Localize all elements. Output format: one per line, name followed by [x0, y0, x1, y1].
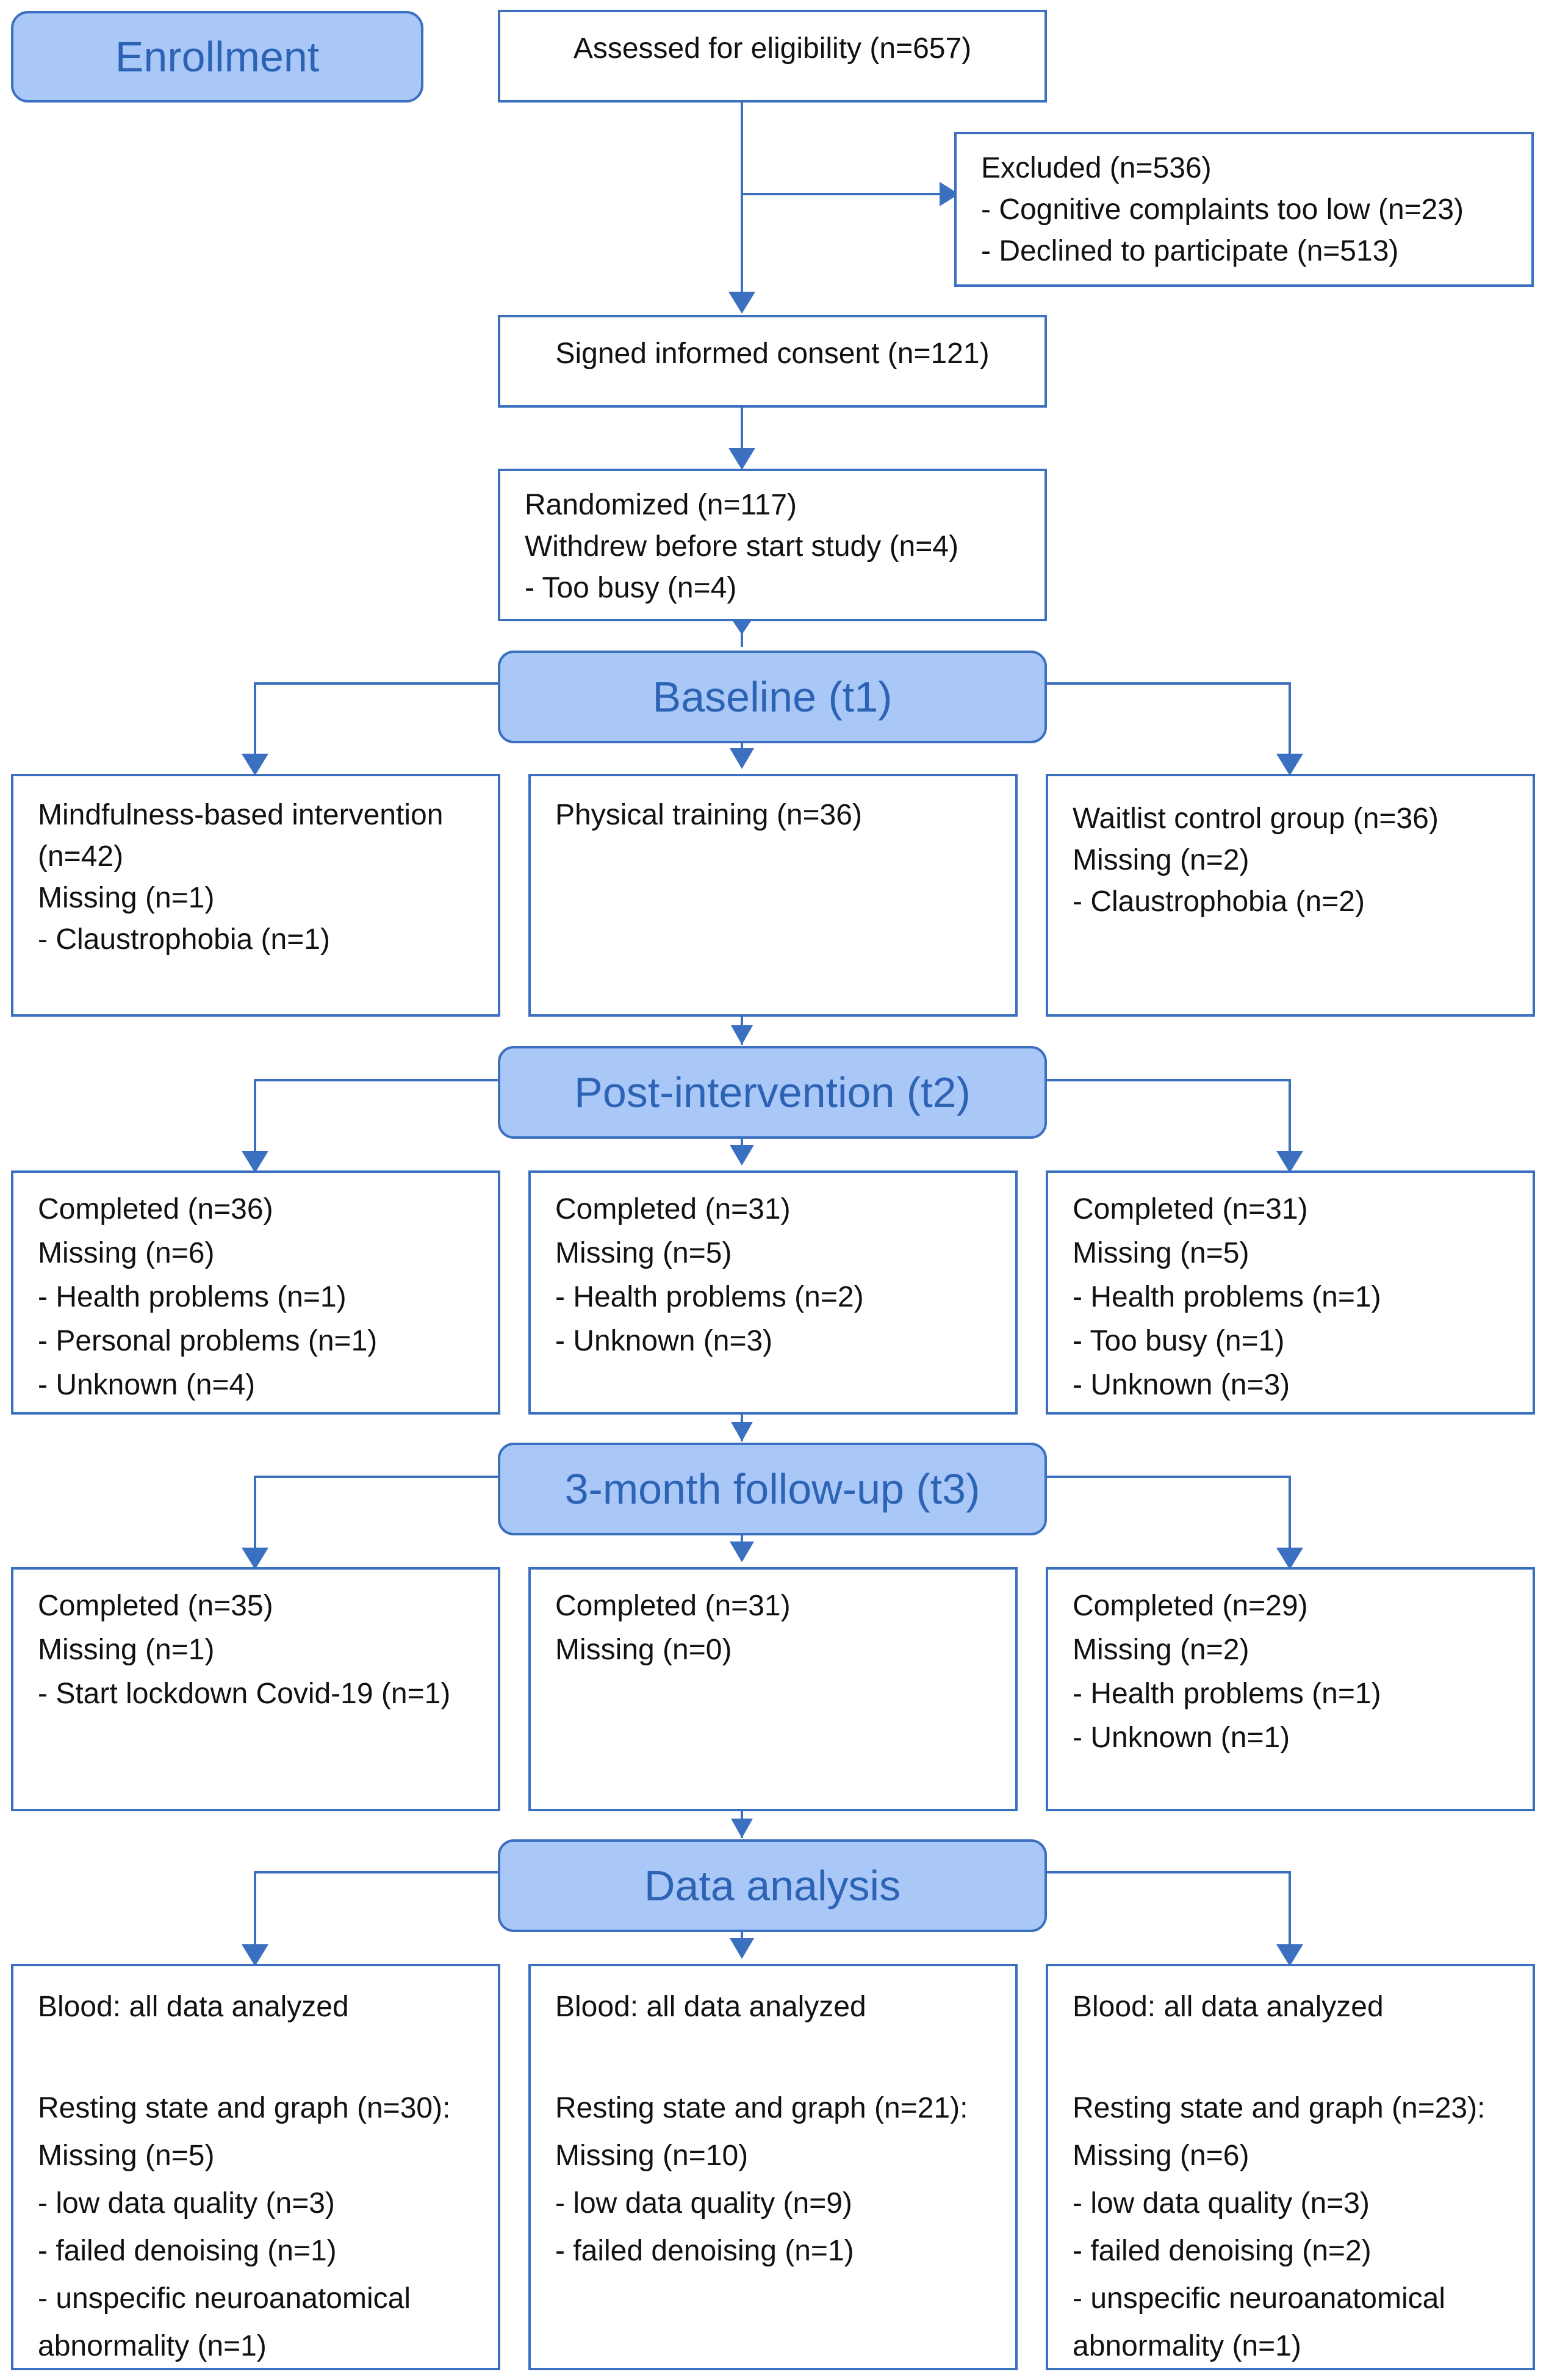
box-analysis-wl: Blood: all data analyzed Resting state a… — [1046, 1964, 1535, 2370]
box-analysis-pt: Blood: all data analyzed Resting state a… — [528, 1964, 1018, 2370]
arrow-analysis-right — [1046, 1871, 1291, 1956]
arrow-baseline-right — [1046, 682, 1291, 766]
box-post-mbi: Completed (n=36) Missing (n=6) - Health … — [11, 1170, 500, 1415]
box-assessed: Assessed for eligibility (n=657) — [498, 10, 1047, 103]
arrow-analysis-left — [254, 1871, 500, 1956]
box-randomized: Randomized (n=117) Withdrew before start… — [498, 469, 1047, 621]
stage-followup: 3-month follow-up (t3) — [498, 1443, 1047, 1535]
stage-data-analysis: Data analysis — [498, 1839, 1047, 1932]
arrow-followup-left — [254, 1476, 500, 1560]
stage-enrollment: Enrollment — [11, 11, 423, 103]
stage-baseline: Baseline (t1) — [498, 651, 1047, 743]
box-followup-wl: Completed (n=29) Missing (n=2) - Health … — [1046, 1567, 1535, 1811]
box-baseline-wl: Waitlist control group (n=36) Missing (n… — [1046, 774, 1535, 1017]
box-consent: Signed informed consent (n=121) — [498, 315, 1047, 408]
box-post-wl: Completed (n=31) Missing (n=5) - Health … — [1046, 1170, 1535, 1415]
box-excluded: Excluded (n=536) - Cognitive complaints … — [954, 132, 1534, 287]
box-baseline-mbi: Mindfulness-based intervention (n=42) Mi… — [11, 774, 500, 1017]
box-baseline-pt: Physical training (n=36) — [528, 774, 1018, 1017]
box-followup-pt: Completed (n=31) Missing (n=0) — [528, 1567, 1018, 1811]
arrow-followup-right — [1046, 1476, 1291, 1560]
arrowheads — [242, 182, 1303, 1966]
arrow-post-right — [1046, 1079, 1291, 1163]
box-analysis-mbi: Blood: all data analyzed Resting state a… — [11, 1964, 500, 2370]
box-post-pt: Completed (n=31) Missing (n=5) - Health … — [528, 1170, 1018, 1415]
stage-post-intervention: Post-intervention (t2) — [498, 1046, 1047, 1139]
arrow-post-left — [254, 1079, 500, 1163]
arrow-baseline-left — [254, 682, 500, 766]
box-followup-mbi: Completed (n=35) Missing (n=1) - Start l… — [11, 1567, 500, 1811]
